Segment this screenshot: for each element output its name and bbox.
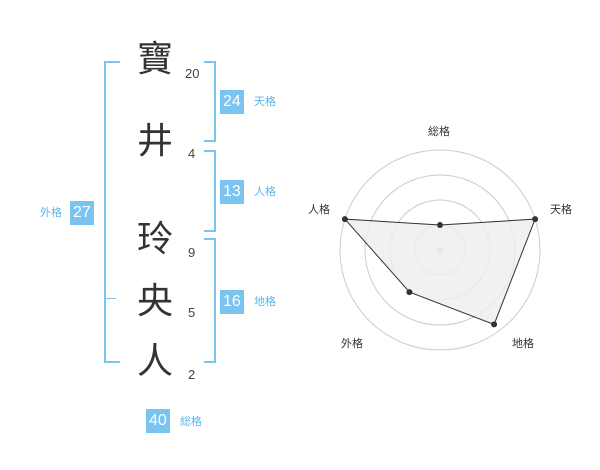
chikaku-label: 地格 (254, 295, 276, 308)
name-char-2: 井 (136, 121, 173, 162)
radar-point-1 (532, 216, 539, 223)
jinkaku-bracket (204, 150, 216, 232)
radar-axis-label-tenkaku: 天格 (550, 203, 572, 216)
radar-point-4 (341, 216, 348, 223)
stroke-count-4: 5 (188, 305, 196, 320)
chikaku-bracket (204, 238, 216, 363)
radar-point-2 (491, 321, 498, 328)
jinkaku-value-badge: 13 (220, 180, 244, 204)
radar-axis-label-chikaku: 地格 (512, 337, 534, 350)
gaikaku-label: 外格 (40, 206, 62, 219)
radar-point-3 (406, 289, 413, 296)
radar-point-0 (437, 222, 443, 228)
radar-axis-label-gaikaku: 外格 (341, 337, 363, 350)
name-char-4: 央 (136, 281, 173, 322)
soukaku-label: 総格 (180, 415, 202, 428)
radar-ring (339, 149, 541, 351)
tenkaku-label: 天格 (254, 95, 276, 108)
name-char-3: 玲 (136, 219, 173, 260)
stroke-count-5: 2 (188, 367, 196, 382)
gaikaku-bracket (104, 61, 120, 363)
chikaku-value-badge: 16 (220, 290, 244, 314)
stroke-count-1: 20 (185, 66, 200, 81)
radar-axis-label-soukaku: 総格 (428, 125, 450, 138)
soukaku-value-badge: 40 (146, 409, 170, 433)
tenkaku-value-badge: 24 (220, 90, 244, 114)
name-char-1: 寶 (136, 39, 173, 80)
radar-polygon (343, 218, 536, 326)
jinkaku-label: 人格 (254, 185, 276, 198)
gaikaku-bracket-mid (106, 298, 116, 299)
gaikaku-value-badge: 27 (70, 201, 94, 225)
tenkaku-bracket (204, 61, 216, 142)
name-char-5: 人 (136, 341, 173, 382)
radar-axis-label-jinkaku: 人格 (308, 203, 330, 216)
stroke-count-2: 4 (188, 146, 196, 161)
stroke-count-3: 9 (188, 245, 196, 260)
